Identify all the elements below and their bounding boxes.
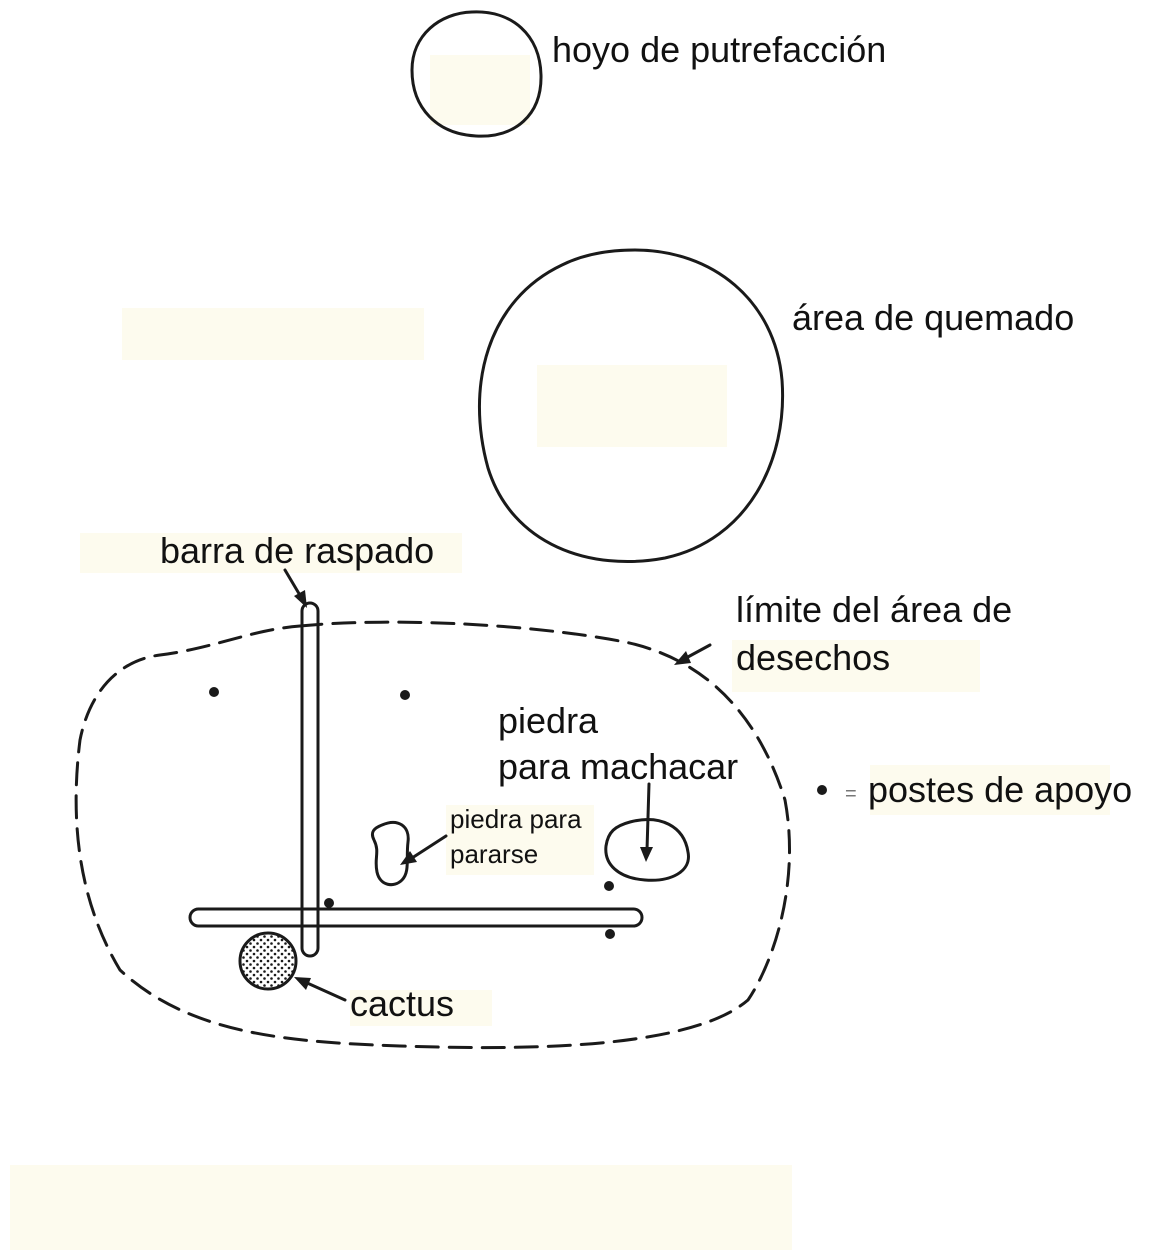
arrow-standing-stone [400, 834, 448, 865]
support-post [605, 929, 615, 939]
support-post [400, 690, 410, 700]
standing-stone-outline [370, 820, 410, 887]
label-boundary-line1: límite del área de [736, 589, 1012, 630]
label-grinding-line1: piedra [498, 700, 599, 741]
support-posts [209, 687, 615, 939]
label-standing-line2: pararse [450, 839, 538, 869]
legend-equals: = [845, 783, 857, 805]
scraping-bar-vertical [300, 601, 320, 958]
burn-area-outline [477, 248, 785, 563]
support-post [324, 898, 334, 908]
label-grinding-line2: para machacar [498, 746, 738, 787]
legend-post-icon [817, 785, 827, 795]
cactus-icon [238, 931, 298, 991]
putrefaction-pit-outline [410, 10, 543, 138]
label-putrefaction-pit: hoyo de putrefacción [552, 29, 886, 70]
legend-posts-label: postes de apoyo [868, 769, 1132, 810]
support-post [209, 687, 219, 697]
label-cactus: cactus [350, 983, 454, 1024]
grinding-stone-outline [604, 818, 690, 882]
label-standing-line1: piedra para [450, 804, 582, 834]
label-burn-area: área de quemado [792, 297, 1074, 338]
arrow-cactus [294, 977, 347, 1002]
arrow-scraping-bar [283, 568, 307, 608]
scraping-bar-horizontal [188, 907, 644, 928]
support-post [604, 881, 614, 891]
arrow-grinding-stone [640, 782, 653, 862]
label-backgrounds [10, 55, 1110, 1250]
arrow-boundary [674, 643, 712, 665]
waste-area-boundary [74, 620, 792, 1050]
label-boundary-line2: desechos [736, 637, 890, 678]
label-scraping-bar: barra de raspado [160, 530, 434, 571]
